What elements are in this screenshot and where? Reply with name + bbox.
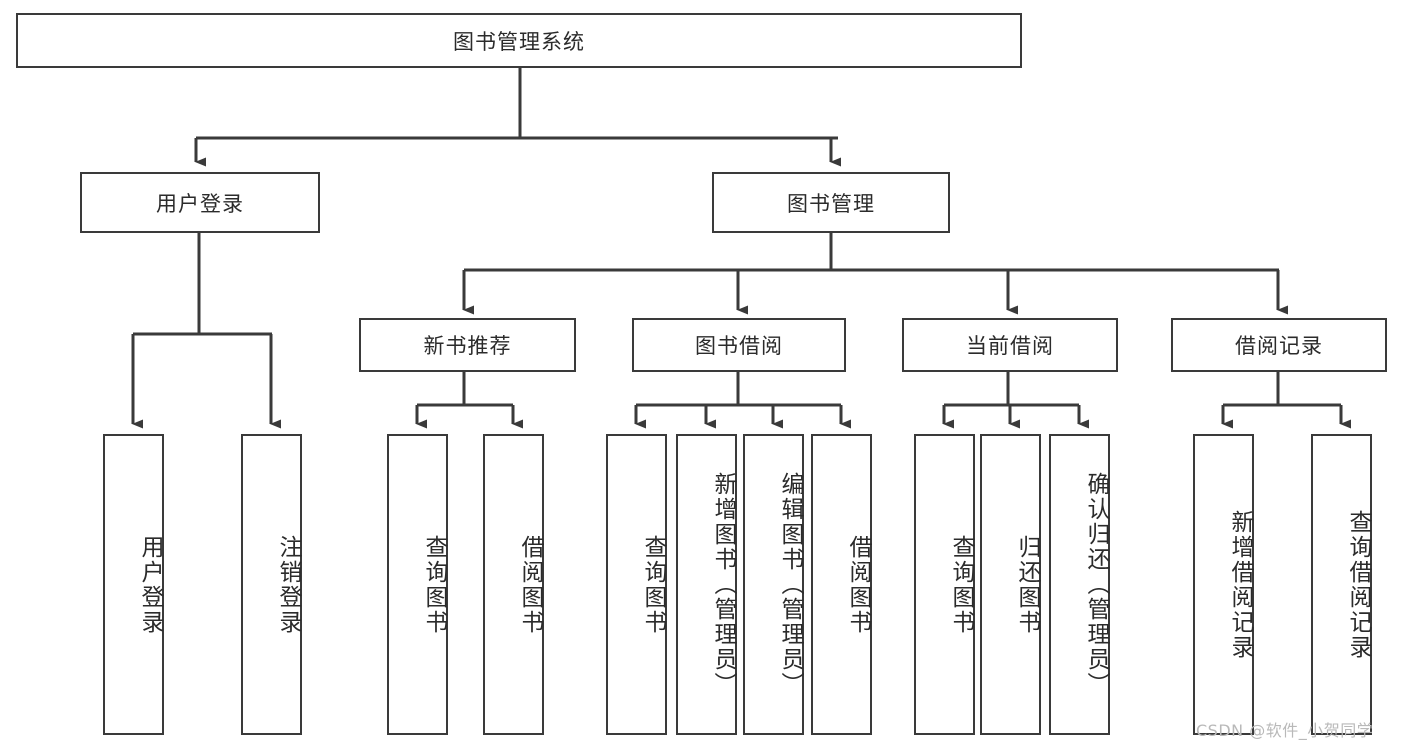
leaf-query-book-bb[interactable]: 查询图书 [606, 434, 667, 735]
node-label: 借阅图书 [517, 534, 543, 635]
node-label: 查询图书 [640, 534, 666, 635]
node-label: 图书管理系统 [453, 29, 585, 54]
leaf-user-login[interactable]: 用户登录 [103, 434, 164, 735]
leaf-query-book-cb[interactable]: 查询图书 [914, 434, 975, 735]
node-book-management[interactable]: 图书管理 [712, 172, 950, 233]
node-label: 新书推荐 [423, 334, 512, 358]
leaf-edit-book-admin[interactable]: 编辑图书（管理员） [743, 434, 804, 735]
leaf-add-book-admin[interactable]: 新增图书（管理员） [676, 434, 737, 735]
node-current-borrow[interactable]: 当前借阅 [902, 318, 1118, 372]
node-user-login[interactable]: 用户登录 [80, 172, 320, 233]
node-root-book-management-system[interactable]: 图书管理系统 [16, 13, 1022, 68]
node-label: 新增借阅记录 [1227, 509, 1253, 660]
leaf-borrow-book-bb[interactable]: 借阅图书 [811, 434, 872, 735]
node-label: 图书借阅 [695, 334, 783, 358]
leaf-add-borrow-record[interactable]: 新增借阅记录 [1193, 434, 1254, 735]
node-label: 新增图书（管理员） [710, 472, 736, 697]
leaf-query-book-nb[interactable]: 查询图书 [387, 434, 448, 735]
node-label: 确认归还（管理员） [1083, 472, 1109, 697]
node-label: 用户登录 [137, 534, 163, 635]
node-label: 查询借阅记录 [1345, 509, 1371, 660]
node-book-borrow[interactable]: 图书借阅 [632, 318, 846, 372]
csdn-watermark: CSDN @软件_小贺同学 [1196, 721, 1374, 740]
node-label: 借阅图书 [845, 534, 871, 635]
node-label: 借阅记录 [1235, 334, 1323, 358]
leaf-query-borrow-record[interactable]: 查询借阅记录 [1311, 434, 1372, 735]
node-label: 查询图书 [948, 534, 974, 635]
leaf-return-book[interactable]: 归还图书 [980, 434, 1041, 735]
leaf-logout[interactable]: 注销登录 [241, 434, 302, 735]
node-label: 查询图书 [421, 534, 447, 635]
node-label: 用户登录 [156, 191, 244, 216]
node-new-book-recommend[interactable]: 新书推荐 [359, 318, 576, 372]
node-label: 图书管理 [787, 191, 875, 216]
node-label: 当前借阅 [966, 334, 1054, 358]
node-borrow-record[interactable]: 借阅记录 [1171, 318, 1387, 372]
leaf-confirm-return-admin[interactable]: 确认归还（管理员） [1049, 434, 1110, 735]
leaf-borrow-book-nb[interactable]: 借阅图书 [483, 434, 544, 735]
node-label: 编辑图书（管理员） [777, 472, 803, 697]
node-label: 归还图书 [1014, 534, 1040, 635]
node-label: 注销登录 [275, 534, 301, 635]
